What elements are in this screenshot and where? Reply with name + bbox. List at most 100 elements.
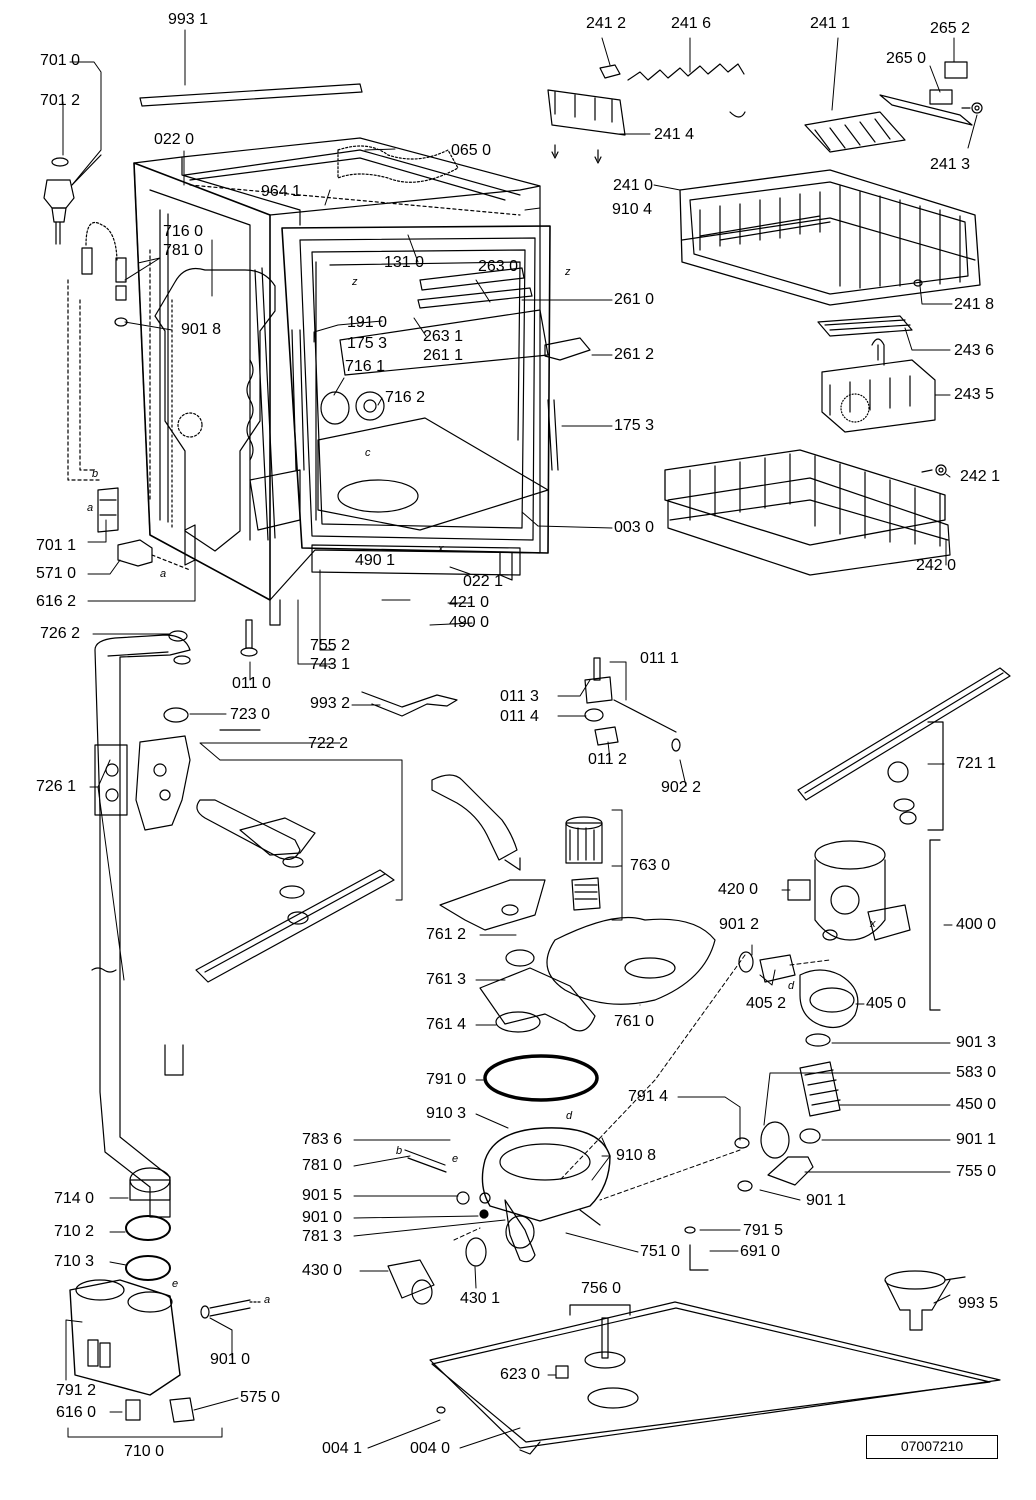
label-701-0: 701 0	[40, 52, 81, 69]
label-964-1: 964 1	[261, 183, 302, 200]
label-751-0: 751 0	[640, 1243, 681, 1260]
label-901-0: 901 0	[302, 1209, 343, 1226]
lower-spray-arm	[135, 707, 395, 983]
label-716-1: 716 1	[345, 358, 386, 375]
label-241-1: 241 1	[810, 15, 851, 32]
lower-rack	[664, 449, 951, 576]
label-743-1: 743 1	[310, 656, 351, 673]
label-241-4: 241 4	[654, 126, 695, 143]
label-242-0: 242 0	[916, 557, 957, 574]
label-241-3: 241 3	[930, 156, 971, 173]
label-901-1: 901 1	[956, 1131, 997, 1148]
label-756-0: 756 0	[581, 1280, 622, 1297]
label-623-0: 623 0	[500, 1366, 541, 1383]
label-993-5: 993 5	[958, 1295, 999, 1312]
label-011-3: 011 3	[500, 688, 539, 705]
label-004-1: 004 1	[322, 1440, 363, 1457]
callout-a: a	[264, 1294, 271, 1306]
label-011-2: 011 2	[588, 751, 627, 768]
label-241-0: 241 0	[613, 177, 654, 194]
callout-a: a	[87, 502, 94, 514]
label-261-2: 261 2	[614, 346, 655, 363]
label-131-0: 131 0	[384, 254, 425, 271]
callout-z: z	[565, 266, 571, 278]
label-263-0: 263 0	[478, 258, 519, 275]
label-910-3: 910 3	[426, 1105, 467, 1122]
callout-d: d	[788, 980, 795, 992]
label-993-1: 993 1	[168, 11, 209, 28]
leader-lines	[62, 29, 978, 1449]
label-490-1: 490 1	[355, 552, 396, 569]
label-710-2: 710 2	[54, 1223, 95, 1240]
label-175-3: 175 3	[347, 335, 388, 352]
label-420-0: 420 0	[718, 881, 759, 898]
label-901-2: 901 2	[719, 916, 760, 933]
callout-x: x	[870, 918, 876, 930]
label-430-1: 430 1	[460, 1290, 501, 1307]
water-softener	[69, 1167, 261, 1423]
label-003-0: 003 0	[614, 519, 655, 536]
label-781-3: 781 3	[302, 1228, 343, 1245]
label-726-1: 726 1	[36, 778, 77, 795]
label-901-0b: 901 0	[210, 1351, 251, 1368]
label-910-8: 910 8	[616, 1147, 657, 1164]
label-791-2: 791 2	[56, 1382, 97, 1399]
label-263-1: 263 1	[423, 328, 464, 345]
upper-rack	[547, 61, 983, 306]
label-011-0: 011 0	[232, 675, 271, 692]
cutlery-basket	[817, 315, 936, 433]
inlet-pipe-726	[91, 630, 191, 1218]
label-430-0: 430 0	[302, 1262, 343, 1279]
label-763-0: 763 0	[630, 857, 671, 874]
label-022-1: 022 1	[463, 573, 504, 590]
label-791-0: 791 0	[426, 1071, 467, 1088]
label-781-0: 781 0	[163, 242, 204, 259]
label-691-0: 691 0	[740, 1243, 781, 1260]
label-755-0: 755 0	[956, 1163, 997, 1180]
filter-assembly	[431, 774, 716, 1033]
funnel	[884, 1270, 966, 1331]
label-901-3: 901 3	[956, 1034, 997, 1051]
label-710-3: 710 3	[54, 1253, 95, 1270]
fastener-parts	[240, 619, 681, 752]
label-265-0: 265 0	[886, 50, 927, 67]
label-242-1: 242 1	[960, 468, 1001, 485]
label-243-6: 243 6	[954, 342, 995, 359]
label-791-5: 791 5	[743, 1222, 784, 1239]
label-243-5: 243 5	[954, 386, 995, 403]
callout-z: z	[352, 276, 358, 288]
callout-x: x	[438, 543, 444, 555]
label-065-0: 065 0	[451, 142, 492, 159]
label-616-2: 616 2	[36, 593, 77, 610]
label-716-0: 716 0	[163, 223, 204, 240]
label-701-2: 701 2	[40, 92, 81, 109]
label-714-0: 714 0	[54, 1190, 95, 1207]
label-004-0: 004 0	[410, 1440, 451, 1457]
label-400-0: 400 0	[956, 916, 997, 933]
label-175-3b: 175 3	[614, 417, 655, 434]
label-261-0: 261 0	[614, 291, 655, 308]
label-755-2: 755 2	[310, 637, 351, 654]
callout-b: b	[396, 1145, 403, 1157]
label-761-4: 761 4	[426, 1016, 467, 1033]
label-783-6: 783 6	[302, 1131, 343, 1148]
label-011-4: 011 4	[500, 708, 539, 725]
label-571-0: 571 0	[36, 565, 77, 582]
label-901-5: 901 5	[302, 1187, 343, 1204]
inlet-hose-parts	[43, 154, 191, 571]
label-701-1: 701 1	[36, 537, 77, 554]
label-265-2: 265 2	[930, 20, 971, 37]
label-723-0: 723 0	[230, 706, 271, 723]
label-490-0: 490 0	[449, 614, 490, 631]
label-910-4: 910 4	[612, 201, 653, 218]
drawing-reference-number: 07007210	[866, 1435, 998, 1459]
callout-c: c	[365, 447, 371, 459]
label-450-0: 450 0	[956, 1096, 997, 1113]
label-583-0: 583 0	[956, 1064, 997, 1081]
label-761-2: 761 2	[426, 926, 467, 943]
label-901-1b: 901 1	[806, 1192, 847, 1209]
label-241-8: 241 8	[954, 296, 995, 313]
label-781-0b: 781 0	[302, 1157, 343, 1174]
